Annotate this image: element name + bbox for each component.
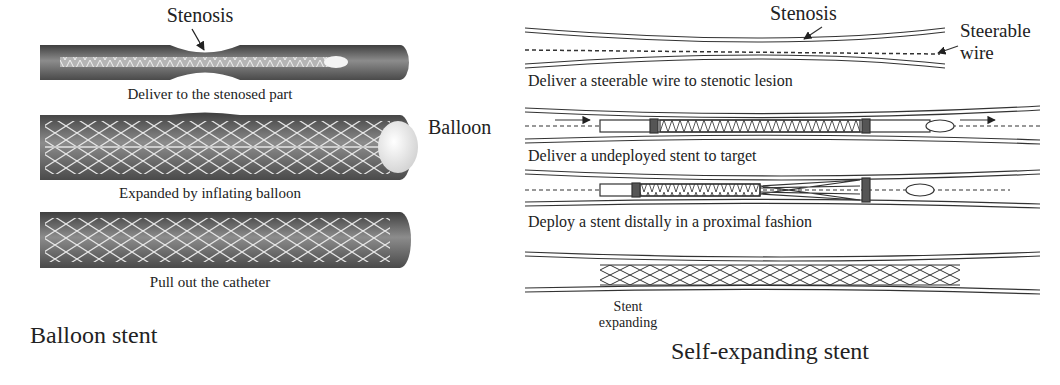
steerable-wire — [525, 50, 940, 54]
marker-band — [632, 183, 640, 197]
expanding-stent-fan — [760, 180, 860, 200]
step-caption: Deliver to the stenosed part — [40, 86, 380, 103]
direction-arrow — [960, 119, 995, 120]
leader-line — [938, 46, 958, 53]
leader-line — [804, 27, 822, 39]
marker-band — [650, 119, 658, 133]
callout-label: Stenosis — [150, 4, 250, 27]
undeployed-stent — [640, 184, 760, 196]
catheter-tip — [324, 56, 348, 68]
stenosed-vessel — [40, 45, 409, 80]
svg-detail — [525, 252, 1040, 257]
vessel-wall — [525, 170, 1040, 208]
callout-label: Stent expanding — [588, 299, 668, 331]
catheter-tip — [906, 184, 934, 196]
stent-edge — [600, 264, 960, 265]
svg-detail — [525, 139, 1040, 144]
delivery-catheter — [600, 120, 930, 132]
balloon-stent-panel — [40, 29, 418, 268]
svg-detail — [525, 28, 945, 38]
vessel-wall — [525, 252, 1040, 294]
step-caption: Expanded by inflating balloon — [40, 185, 380, 202]
self-expanding-panel — [525, 27, 1040, 294]
catheter-tip — [926, 120, 954, 132]
svg-detail — [525, 203, 1040, 208]
catheter — [45, 146, 380, 148]
step-caption: Deploy a stent distally in a proximal fa… — [528, 213, 948, 231]
svg-detail — [525, 106, 1040, 114]
marker-band — [862, 119, 870, 133]
leader-line — [192, 29, 204, 50]
vessel-wall — [525, 28, 945, 68]
undeployed-stent — [660, 120, 860, 132]
catheter — [60, 57, 330, 67]
expanded-vessel — [40, 113, 412, 181]
svg-detail — [525, 170, 1040, 176]
step-caption: Deliver a steerable wire to stenotic les… — [528, 72, 948, 90]
svg-detail — [525, 174, 1040, 180]
step-caption: Pull out the catheter — [40, 274, 380, 291]
marker-band — [862, 178, 870, 202]
svg-detail — [525, 59, 945, 68]
crimped-stent — [60, 57, 330, 67]
expanded-stent — [600, 265, 960, 285]
svg-detail — [525, 289, 1040, 294]
direction-arrow — [555, 119, 590, 120]
panel-title: Balloon stent — [30, 322, 330, 350]
expanding-stent — [45, 121, 390, 174]
stented-vessel — [40, 212, 411, 268]
vessel-wall — [525, 106, 1040, 144]
callout-label: Balloon — [428, 116, 518, 139]
step-caption: Deliver a undeployed stent to target — [528, 147, 948, 165]
callout-label: Steerable wire — [960, 20, 1055, 64]
stent-edge — [600, 284, 960, 285]
panel-title: Self-expanding stent — [620, 338, 920, 366]
svg-detail — [760, 180, 860, 200]
balloon-shape — [378, 121, 418, 173]
steerable-wire — [525, 189, 1010, 190]
callout-label: Stenosis — [770, 2, 870, 25]
deployed-stent — [45, 218, 390, 262]
outer-sheath — [600, 184, 760, 196]
